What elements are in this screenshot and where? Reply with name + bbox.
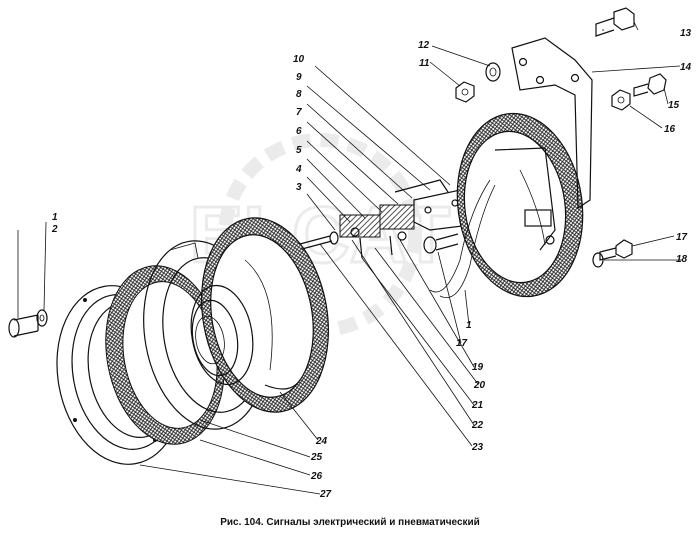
callout-21: 21 [471, 400, 484, 411]
callout-19: 19 [472, 362, 484, 373]
callout-26: 26 [310, 471, 323, 482]
callout-18: 18 [676, 254, 688, 265]
part-26-gasket [105, 265, 225, 445]
callout-16: 16 [664, 124, 676, 135]
part-13-bolt [595, 7, 635, 37]
callout-27: 27 [319, 489, 332, 500]
callout-9: 9 [296, 72, 302, 83]
figure-caption: Рис. 104. Сигналы электрический и пневма… [220, 517, 480, 528]
callout-8: 8 [296, 89, 302, 100]
callout-24: 24 [315, 436, 328, 447]
terminal-block-assembly [339, 179, 493, 259]
callout-labels: 2 1 3 4 5 6 7 8 9 10 11 12 13 14 15 16 1… [51, 28, 692, 500]
part-16-nut [611, 89, 631, 111]
callout-17-center: 17 [456, 338, 468, 349]
callout-22: 22 [471, 420, 484, 431]
part-18-washer [592, 252, 604, 268]
callout-17-right: 17 [676, 232, 688, 243]
part-12-washer [485, 62, 501, 82]
callout-1-center: 1 [466, 320, 472, 331]
callout-10: 10 [293, 54, 305, 65]
callout-3: 3 [296, 182, 302, 193]
signal-housing [429, 112, 584, 298]
callout-25: 25 [310, 452, 323, 463]
callout-23: 23 [471, 442, 484, 453]
part-15-bolt [633, 73, 667, 97]
callout-5: 5 [296, 145, 302, 156]
callout-4: 4 [295, 164, 302, 175]
callout-20: 20 [473, 380, 486, 391]
callout-13: 13 [680, 28, 692, 39]
part-17-bolt-center [423, 233, 459, 254]
callout-15: 15 [668, 100, 680, 111]
callout-7: 7 [296, 107, 302, 118]
leader-lines [17, 21, 682, 495]
part-1-washer-left [36, 309, 48, 327]
callout-12: 12 [418, 40, 430, 51]
callout-6: 6 [296, 126, 302, 137]
part-3-terminal-screw [299, 231, 339, 250]
callout-2: 2 [51, 224, 58, 235]
part-2-screw [8, 314, 39, 338]
part-14-bracket [511, 37, 593, 210]
part-11-nut [455, 81, 475, 103]
callout-14: 14 [680, 62, 692, 73]
part-17-bolt-right [599, 239, 633, 261]
callout-1-left: 1 [52, 212, 58, 223]
part-24-diaphragm-housing [190, 217, 329, 413]
callout-11: 11 [419, 58, 430, 69]
